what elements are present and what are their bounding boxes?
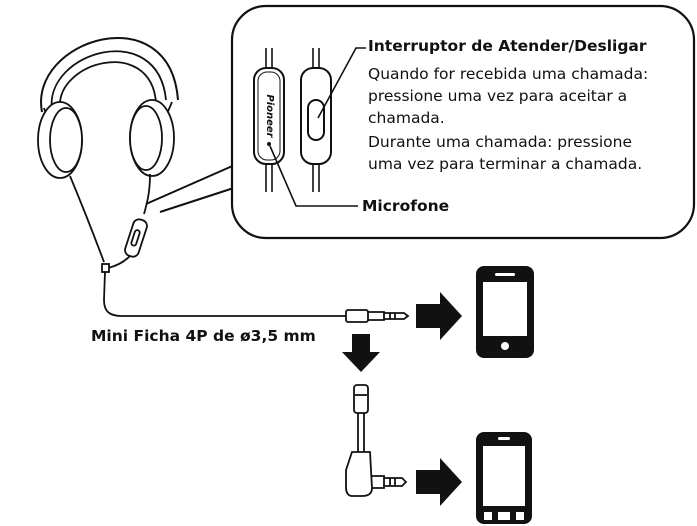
answer-end-button: [307, 99, 325, 141]
headphones: [37, 36, 410, 323]
switch-title: Interruptor de Atender/Desligar: [368, 37, 647, 55]
switch-description-line: uma vez para terminar a chamada.: [368, 155, 643, 173]
switch-description-line: pressione uma vez para aceitar a: [368, 87, 628, 105]
right-ear-cup: [129, 99, 175, 177]
plug-adapter: [345, 384, 408, 497]
arrow-right-icon: [416, 458, 462, 506]
smartphone-icon: [476, 266, 534, 358]
microphone-hole: [267, 142, 271, 146]
switch-leader-line: [317, 47, 366, 119]
switch-description-line: Quando for recebida uma chamada:: [368, 65, 649, 83]
left-ear-cup: [37, 101, 83, 179]
headphone-plug: [345, 309, 410, 323]
microphone-leader-line: [269, 145, 358, 207]
arrow-right-icon: [416, 292, 462, 340]
microphone-label: Microfone: [362, 197, 450, 215]
inline-remote-small: [124, 218, 148, 258]
remote-front-view: [253, 67, 285, 165]
smartphone-icon: [476, 432, 532, 524]
switch-description-line: chamada.: [368, 109, 445, 127]
remote-brand-logo: Pioneer: [264, 94, 275, 138]
arrow-down-icon: [342, 334, 380, 372]
remote-side-view: [300, 67, 332, 165]
callout-wires: [265, 48, 320, 192]
switch-description-line: Durante uma chamada: pressione: [368, 133, 632, 151]
plug-label: Mini Ficha 4P de ø3,5 mm: [91, 327, 316, 345]
